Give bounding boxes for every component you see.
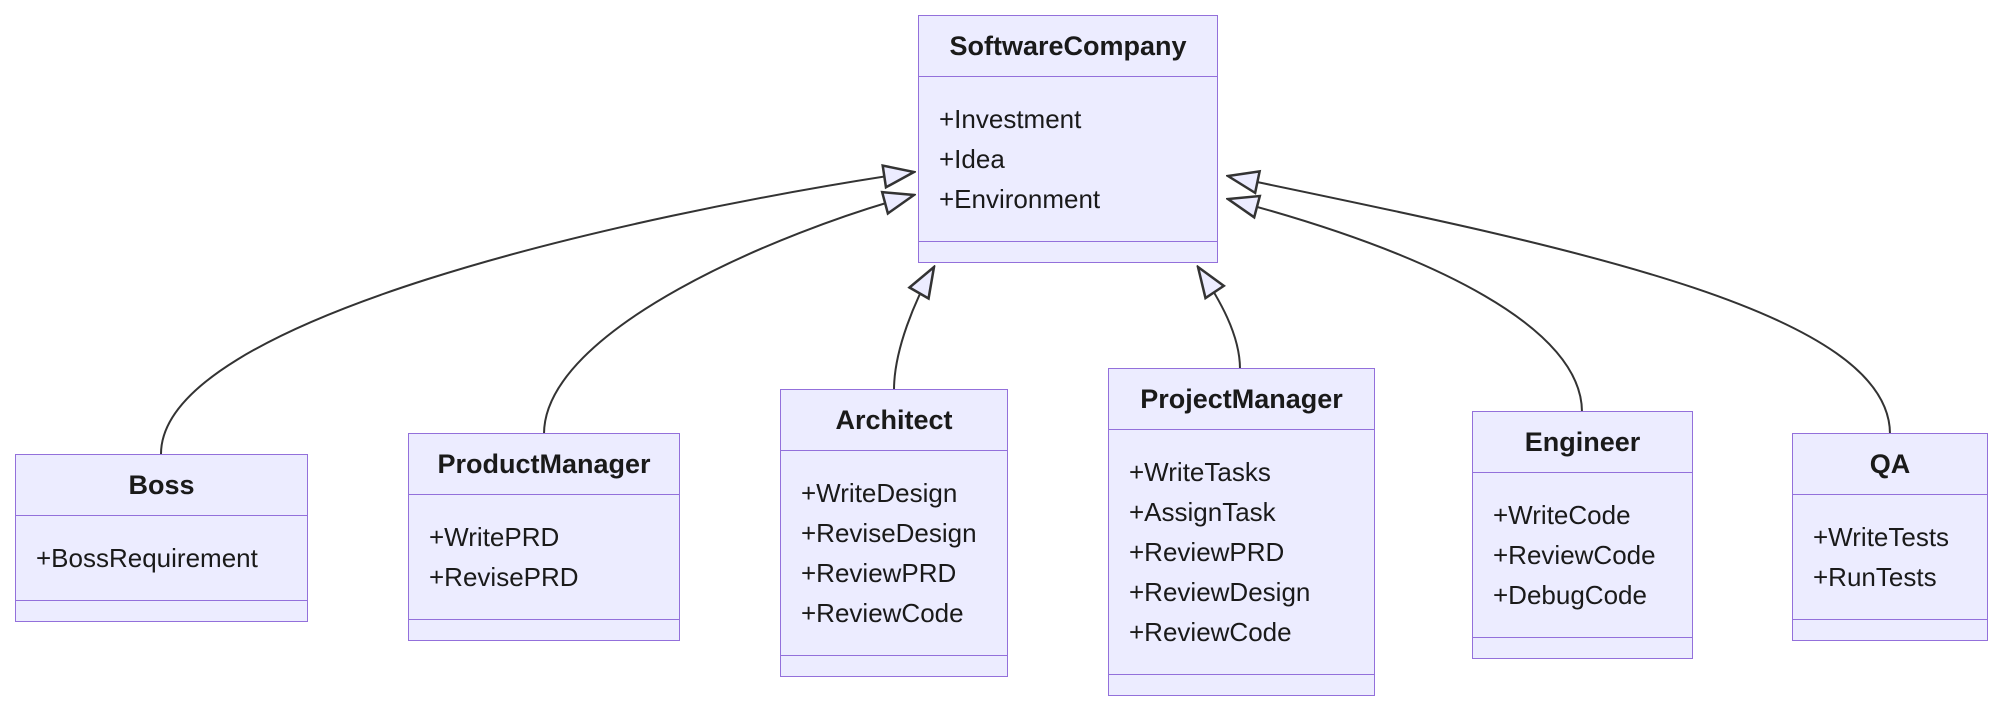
class-title-qa: QA (1793, 434, 1987, 495)
class-member: +ReviewPRD (801, 558, 957, 588)
class-box-productmanager: ProductManager +WritePRD +RevisePRD (408, 433, 680, 641)
class-member: +ReviseDesign (801, 518, 977, 548)
class-member: +RunTests (1813, 562, 1937, 592)
class-box-engineer: Engineer +WriteCode +ReviewCode +DebugCode (1472, 411, 1693, 659)
class-box-boss: Boss +BossRequirement (15, 454, 308, 622)
class-member: +WritePRD (429, 522, 560, 552)
class-member: +ReviewCode (1493, 540, 1656, 570)
class-member: +BossRequirement (36, 543, 258, 573)
class-member: +ReviewDesign (1129, 577, 1311, 607)
class-members-qa: +WriteTests +RunTests (1793, 495, 1987, 619)
class-title-boss: Boss (16, 455, 307, 516)
class-footer-productmanager (409, 619, 679, 640)
class-footer-qa (1793, 619, 1987, 640)
class-footer-softwarecompany (919, 241, 1217, 262)
edge-productmanager-inheritance (543, 195, 914, 435)
class-members-boss: +BossRequirement (16, 516, 307, 600)
class-members-projectmanager: +WriteTasks +AssignTask +ReviewPRD +ReviewD… (1109, 430, 1374, 674)
class-members-architect: +WriteDesign +ReviseDesign +ReviewPRD +Revi… (781, 451, 1007, 655)
class-member: +ReviewPRD (1129, 537, 1285, 567)
edge-engineer-inheritance (1228, 199, 1583, 413)
class-footer-boss (16, 600, 307, 621)
class-title-engineer: Engineer (1473, 412, 1692, 473)
class-footer-architect (781, 655, 1007, 676)
edge-boss-inheritance (160, 172, 914, 455)
class-member: +WriteCode (1493, 500, 1631, 530)
class-box-architect: Architect +WriteDesign +ReviseDesign +Revi… (780, 389, 1008, 677)
class-title-projectmanager: ProjectManager (1109, 369, 1374, 430)
edge-architect-inheritance (893, 267, 934, 391)
class-box-softwarecompany: SoftwareCompany +Investment +Idea +Environ… (918, 15, 1218, 263)
class-title-productmanager: ProductManager (409, 434, 679, 495)
class-member: +WriteTests (1813, 522, 1950, 552)
class-box-qa: QA +WriteTests +RunTests (1792, 433, 1988, 641)
class-box-projectmanager: ProjectManager +WriteTasks +AssignTask +Re… (1108, 368, 1375, 696)
class-member: +ReviewCode (801, 598, 964, 628)
class-title-architect: Architect (781, 390, 1007, 451)
class-member: +WriteDesign (801, 478, 958, 508)
edge-qa-inheritance (1228, 176, 1891, 435)
class-members-productmanager: +WritePRD +RevisePRD (409, 495, 679, 619)
class-member: +Environment (939, 184, 1101, 214)
class-member: +Investment (939, 104, 1082, 134)
class-title-softwarecompany: SoftwareCompany (919, 16, 1217, 77)
class-member: +Idea (939, 144, 1005, 174)
class-footer-engineer (1473, 637, 1692, 658)
class-footer-projectmanager (1109, 674, 1374, 695)
class-member: +ReviewCode (1129, 617, 1292, 647)
class-members-softwarecompany: +Investment +Idea +Environment (919, 77, 1217, 241)
edge-projectmanager-inheritance (1198, 267, 1241, 370)
class-member: +DebugCode (1493, 580, 1647, 610)
class-member: +RevisePRD (429, 562, 579, 592)
class-member: +WriteTasks (1129, 457, 1271, 487)
class-member: +AssignTask (1129, 497, 1276, 527)
class-members-engineer: +WriteCode +ReviewCode +DebugCode (1473, 473, 1692, 637)
